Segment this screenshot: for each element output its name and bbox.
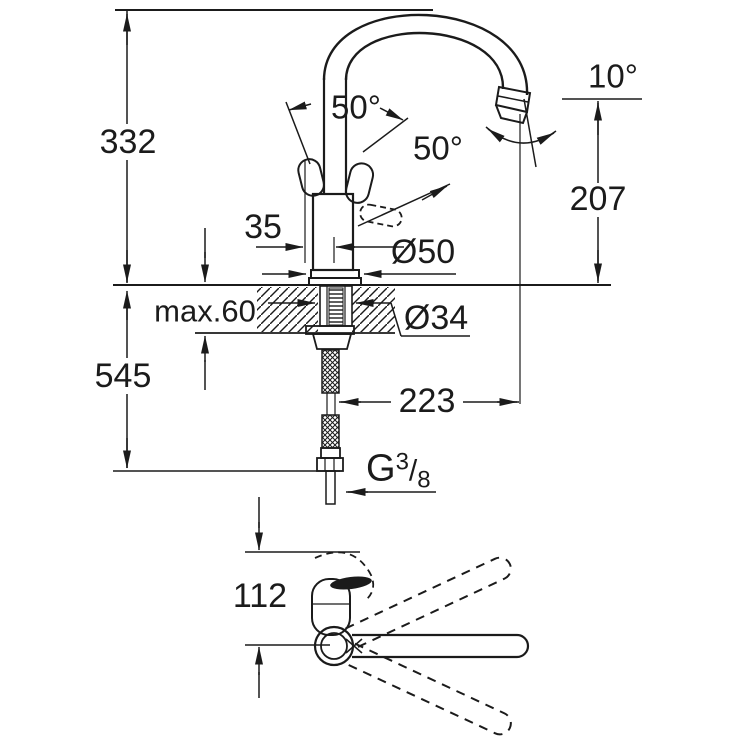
lever-left-lobe — [297, 158, 325, 197]
plan-lever-dashed-position — [314, 551, 375, 600]
dimension-50deg-back — [357, 183, 451, 227]
dim-dia34-label: Ø34 — [403, 299, 469, 337]
base-flange-lower — [308, 277, 362, 286]
plan-lever-body — [311, 578, 351, 636]
dimension-50deg-front — [285, 101, 409, 165]
plan-spout-dashed-down — [345, 642, 512, 736]
dim-50deg-back-label: 50° — [413, 129, 463, 167]
outlet-aerator-band — [497, 95, 529, 103]
plan-view — [245, 497, 530, 736]
thread-g: G — [366, 447, 396, 490]
countertop-hatch-right — [352, 287, 395, 332]
dim-35-label: 35 — [244, 208, 282, 246]
lever-right-lobe — [344, 162, 375, 204]
dim-g38-label: G3/8 — [366, 450, 431, 493]
dimension-35 — [256, 161, 404, 263]
hose-collar — [320, 447, 341, 459]
mounting-nut — [311, 333, 353, 350]
dim-332-label: 332 — [99, 123, 157, 161]
hose-tail-pipe — [325, 470, 336, 505]
hose-connection-nut — [316, 457, 344, 472]
dim-10deg-label: 10° — [588, 57, 638, 95]
dim-dia50-label: Ø50 — [390, 233, 456, 271]
lever-dashed-position — [359, 203, 403, 228]
plan-lever-thumb-pad — [330, 576, 372, 590]
dimension-dia34 — [268, 299, 470, 337]
supply-hose-lower — [321, 414, 340, 449]
faucet-body — [311, 192, 355, 272]
base-flange-upper — [310, 269, 360, 279]
shank-thread — [328, 287, 344, 326]
dim-207-label: 207 — [569, 180, 627, 218]
plan-base-circle-inner — [320, 632, 348, 660]
dim-545-label: 545 — [94, 357, 152, 395]
plan-center-mark-2 — [345, 638, 363, 654]
plan-spout-solid — [352, 633, 530, 659]
thread-numerator: 3 — [395, 448, 409, 476]
plan-spout-dashed-up — [345, 556, 512, 650]
spout-arc-inner — [344, 31, 505, 90]
thread-slash: / — [408, 454, 418, 488]
outlet-tip — [495, 104, 528, 125]
front-view — [297, 13, 532, 286]
outlet-axis-line — [523, 98, 537, 168]
spout-arc-outer — [322, 13, 529, 96]
dim-112-label: 112 — [232, 577, 288, 615]
dim-223-label: 223 — [398, 382, 456, 420]
dim-max60-label: max.60 — [154, 293, 256, 329]
countertop-hatch-left — [257, 287, 318, 332]
under-counter-assembly — [305, 285, 355, 505]
supply-hose-upper — [321, 349, 340, 394]
dimension-10deg — [485, 126, 557, 145]
thread-denominator: 8 — [417, 466, 431, 494]
dim-50deg-front-label: 50° — [331, 88, 381, 126]
dimension-207 — [562, 98, 642, 283]
